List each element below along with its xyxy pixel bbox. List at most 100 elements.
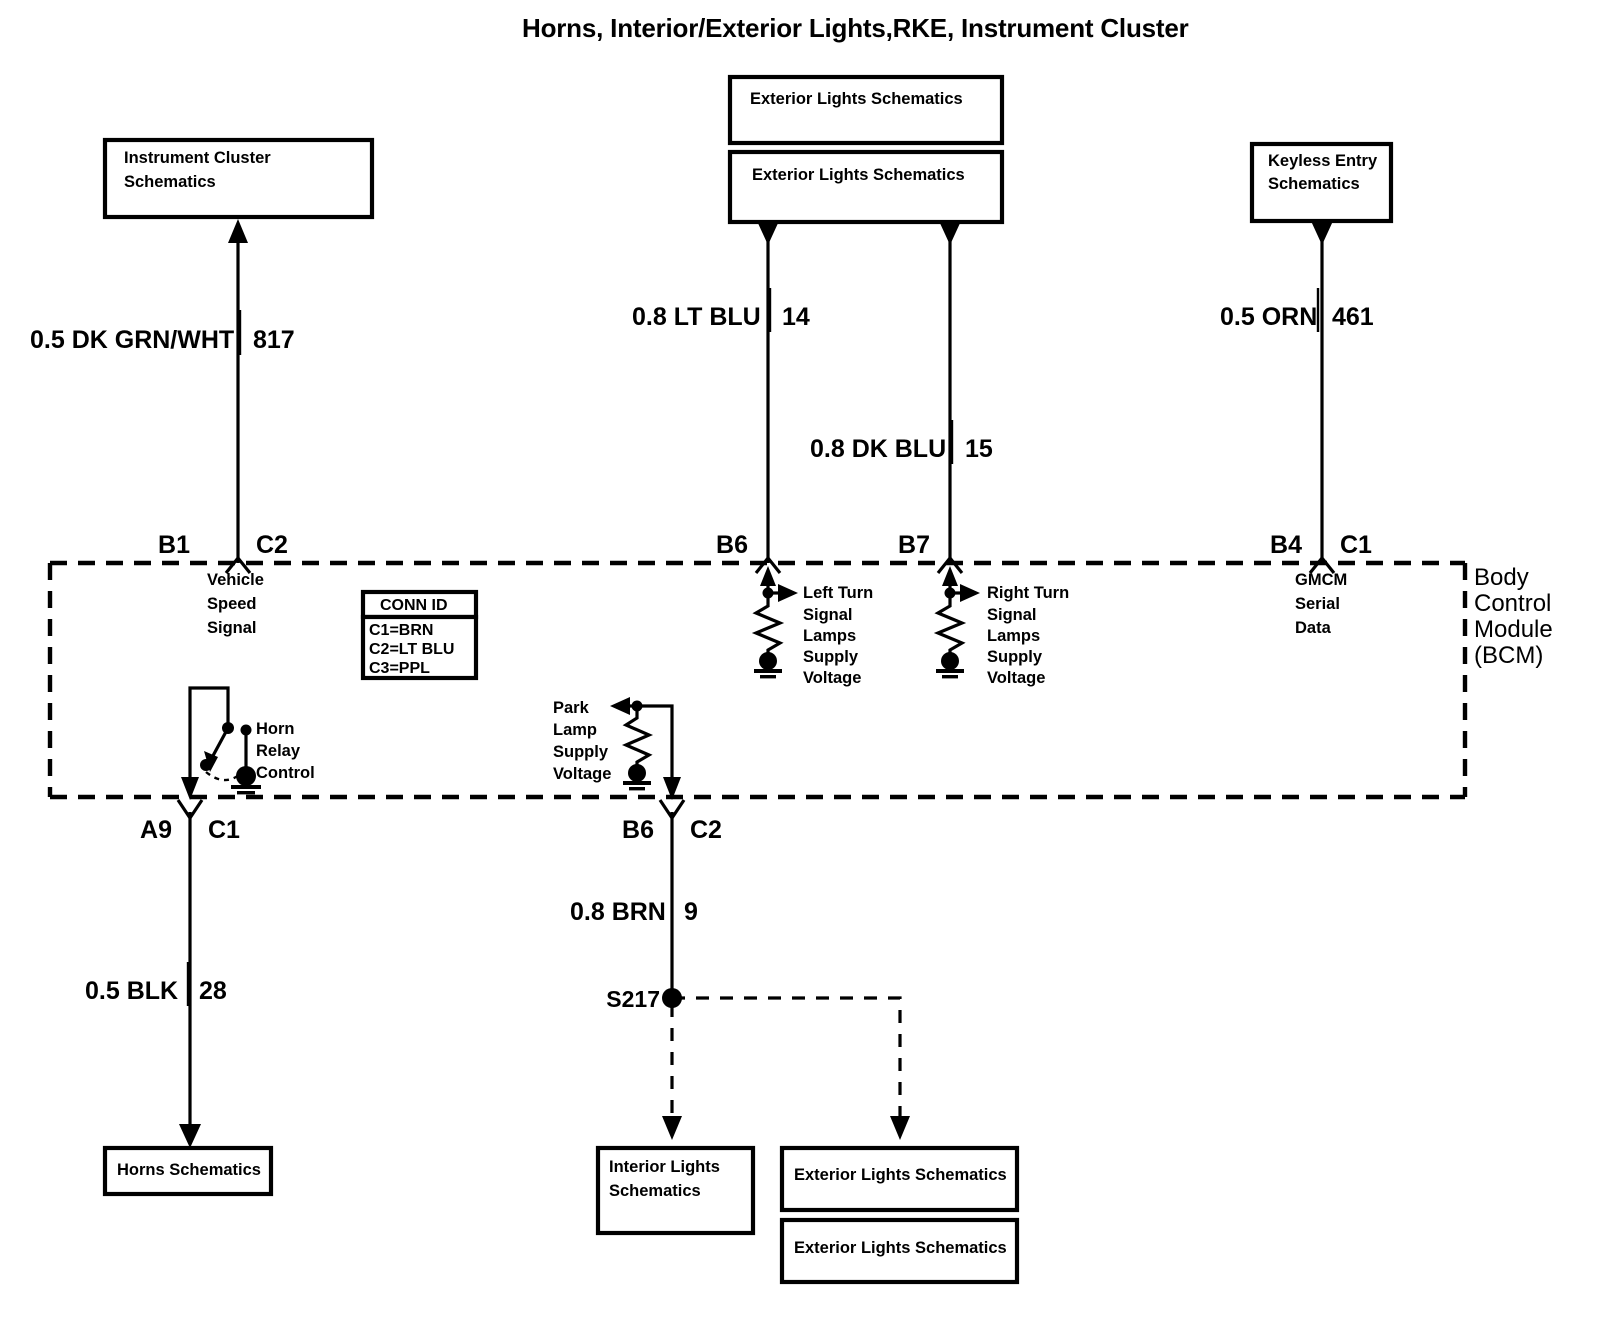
park-lamp-line1: Park	[553, 699, 590, 717]
pin-b1-terminal: B1	[158, 531, 190, 559]
function-left-turn: Left Turn Signal Lamps Supply Voltage	[803, 584, 873, 687]
pin-b6-top-terminal: B6	[716, 531, 748, 559]
box-interior-lights-line1: Interior Lights	[609, 1158, 720, 1176]
box-horns-schematics[interactable]: Horns Schematics	[102, 1145, 274, 1197]
wire-14: 0.8 LT BLU 14	[632, 221, 810, 563]
internal-circuit-park-lamp	[610, 697, 681, 800]
box-interior-lights-line2: Schematics	[609, 1182, 701, 1200]
wire-9-circuit: 9	[684, 898, 698, 926]
pin-b6-c2[interactable]: B6 C2	[622, 799, 722, 844]
pin-a9-connector: C1	[208, 816, 240, 844]
wire-28: 0.5 BLK 28	[85, 812, 227, 1148]
pin-b6-bottom-connector: C2	[690, 816, 722, 844]
box-instrument-cluster-schematics[interactable]: Instrument Cluster Schematics	[102, 137, 375, 220]
wire-461: 0.5 ORN 461	[1220, 221, 1374, 563]
wire-9-gauge-color: 0.8 BRN	[570, 898, 666, 926]
wire-15-circuit: 15	[965, 435, 993, 463]
right-turn-line1: Right Turn	[987, 584, 1069, 602]
bcm-module-label: Body Control Module (BCM)	[1474, 564, 1553, 669]
conn-id-row-2: C2=LT BLU	[369, 641, 454, 658]
internal-circuit-right-turn	[933, 566, 980, 679]
wire-28-gauge-color: 0.5 BLK	[85, 977, 178, 1005]
pin-b6-top[interactable]: B6	[716, 531, 782, 574]
pin-a9-terminal: A9	[140, 816, 172, 844]
splice-s217-label: S217	[606, 986, 660, 1012]
gmcm-line3: Data	[1295, 619, 1332, 637]
pin-b1-c2[interactable]: B1 C2	[158, 531, 288, 574]
pin-b1-connector: C2	[256, 531, 288, 559]
box-interior-lights-schematics[interactable]: Interior Lights Schematics	[595, 1145, 756, 1236]
box-exterior-lights-schematics-top-1[interactable]: Exterior Lights Schematics	[727, 74, 1005, 146]
right-turn-line4: Supply	[987, 648, 1043, 666]
dashed-branch-exterior-lights	[672, 996, 910, 1140]
vehicle-speed-line2: Speed	[207, 595, 257, 613]
wire-14-circuit: 14	[782, 303, 810, 331]
left-turn-line4: Supply	[803, 648, 859, 666]
bcm-label-line1: Body	[1474, 564, 1529, 591]
pin-b4-c1[interactable]: B4 C1	[1270, 531, 1372, 574]
box-exterior-top-2-label: Exterior Lights Schematics	[752, 166, 965, 184]
bcm-label-line2: Control	[1474, 590, 1551, 617]
pin-b6-bottom-terminal: B6	[622, 816, 654, 844]
vehicle-speed-line1: Vehicle	[207, 571, 264, 589]
dashed-branch-interior-lights	[662, 1004, 682, 1140]
horn-relay-line2: Relay	[256, 742, 301, 760]
function-vehicle-speed-signal: Vehicle Speed Signal	[207, 571, 264, 637]
wire-817-gauge-color: 0.5 DK GRN/WHT	[30, 326, 234, 354]
function-park-lamp: Park Lamp Supply Voltage	[553, 699, 611, 783]
pin-b4-connector: C1	[1340, 531, 1372, 559]
bcm-label-line3: Module	[1474, 616, 1553, 643]
left-turn-line1: Left Turn	[803, 584, 873, 602]
wire-817-circuit: 817	[253, 326, 295, 354]
page-title: Horns, Interior/Exterior Lights,RKE, Ins…	[522, 13, 1189, 43]
horn-relay-line3: Control	[256, 764, 315, 782]
wire-9: 0.8 BRN 9	[570, 812, 698, 998]
bcm-label-line4: (BCM)	[1474, 642, 1543, 669]
internal-circuit-horn-relay	[181, 686, 261, 800]
horn-relay-line1: Horn	[256, 720, 295, 738]
gmcm-line1: GMCM	[1295, 571, 1347, 589]
park-lamp-line4: Voltage	[553, 765, 611, 783]
box-keyless-entry-schematics[interactable]: Keyless Entry Schematics	[1249, 141, 1394, 224]
pin-b4-terminal: B4	[1270, 531, 1302, 559]
pin-b7-top[interactable]: B7	[898, 531, 964, 574]
park-lamp-line3: Supply	[553, 743, 609, 761]
box-keyless-entry-line1: Keyless Entry	[1268, 152, 1378, 170]
box-exterior-bottom-1-label: Exterior Lights Schematics	[794, 1166, 1007, 1184]
box-exterior-bottom-2-label: Exterior Lights Schematics	[794, 1239, 1007, 1257]
bcm-boundary	[47, 560, 1468, 800]
right-turn-line2: Signal	[987, 606, 1037, 624]
internal-circuit-left-turn	[751, 566, 798, 679]
wire-28-circuit: 28	[199, 977, 227, 1005]
left-turn-line2: Signal	[803, 606, 853, 624]
left-turn-line5: Voltage	[803, 669, 861, 687]
function-horn-relay-control: Horn Relay Control	[256, 720, 315, 782]
wire-15: 0.8 DK BLU 15	[810, 221, 993, 563]
right-turn-line5: Voltage	[987, 669, 1045, 687]
conn-id-row-1: C1=BRN	[369, 622, 433, 639]
park-lamp-line2: Lamp	[553, 721, 597, 739]
box-exterior-lights-schematics-bottom-1[interactable]: Exterior Lights Schematics	[779, 1145, 1020, 1213]
gmcm-line2: Serial	[1295, 595, 1340, 613]
left-turn-line3: Lamps	[803, 627, 856, 645]
wire-461-circuit: 461	[1332, 303, 1374, 331]
box-exterior-top-1-label: Exterior Lights Schematics	[750, 90, 963, 108]
vehicle-speed-line3: Signal	[207, 619, 257, 637]
conn-id-row-3: C3=PPL	[369, 660, 430, 677]
box-keyless-entry-line2: Schematics	[1268, 175, 1360, 193]
wire-15-gauge-color: 0.8 DK BLU	[810, 435, 946, 463]
box-exterior-lights-schematics-bottom-2[interactable]: Exterior Lights Schematics	[779, 1217, 1020, 1285]
wire-14-gauge-color: 0.8 LT BLU	[632, 303, 761, 331]
pin-b7-top-terminal: B7	[898, 531, 930, 559]
box-instrument-cluster-line2: Schematics	[124, 173, 216, 191]
wire-817: 0.5 DK GRN/WHT 817	[30, 219, 295, 563]
box-horns-label: Horns Schematics	[117, 1161, 261, 1179]
conn-id-table: CONN ID C1=BRN C2=LT BLU C3=PPL	[360, 589, 479, 681]
conn-id-header: CONN ID	[380, 597, 448, 614]
function-gmcm-serial-data: GMCM Serial Data	[1295, 571, 1347, 637]
function-right-turn: Right Turn Signal Lamps Supply Voltage	[987, 584, 1069, 687]
right-turn-line3: Lamps	[987, 627, 1040, 645]
box-exterior-lights-schematics-top-2[interactable]: Exterior Lights Schematics	[727, 149, 1005, 225]
wire-461-gauge-color: 0.5 ORN	[1220, 303, 1317, 331]
